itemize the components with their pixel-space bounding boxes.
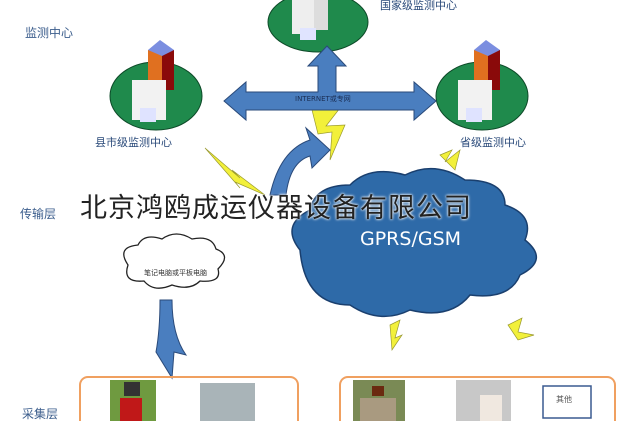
curved-arrow-upper: [269, 126, 331, 196]
collection-box-fixed: [339, 376, 616, 421]
layer-label-monitoring: 监测中心: [25, 26, 74, 40]
lightning-bolts: [204, 107, 535, 352]
gprs-label: GPRS/GSM: [360, 228, 462, 250]
layer-label-collection: 采集层: [22, 407, 59, 421]
internet-cross-arrow: [223, 45, 437, 122]
other-device-box: [542, 385, 592, 419]
laptop-label: 笔记电脑或平板电脑: [144, 269, 207, 277]
company-watermark: 北京鸿鸥成运仪器设备有限公司: [80, 193, 472, 224]
national-center-building: [267, 0, 369, 53]
county-center-building: [109, 40, 203, 131]
county-center-label: 县市级监测中心: [95, 136, 172, 149]
collection-box-portable: [79, 376, 299, 421]
layer-label-transmission: 传输层: [20, 207, 57, 221]
other-device-label: 其他: [556, 395, 572, 404]
curved-arrow-lower: [155, 299, 188, 380]
device-photos: [110, 380, 592, 421]
provincial-center-label: 省级监测中心: [460, 136, 526, 149]
laptop-cloud: [123, 233, 226, 289]
internet-label: INTERNET或专网: [295, 95, 351, 103]
national-center-label: 国家级监测中心: [380, 0, 457, 12]
provincial-center-building: [435, 40, 529, 131]
gprs-cloud: [291, 167, 537, 318]
